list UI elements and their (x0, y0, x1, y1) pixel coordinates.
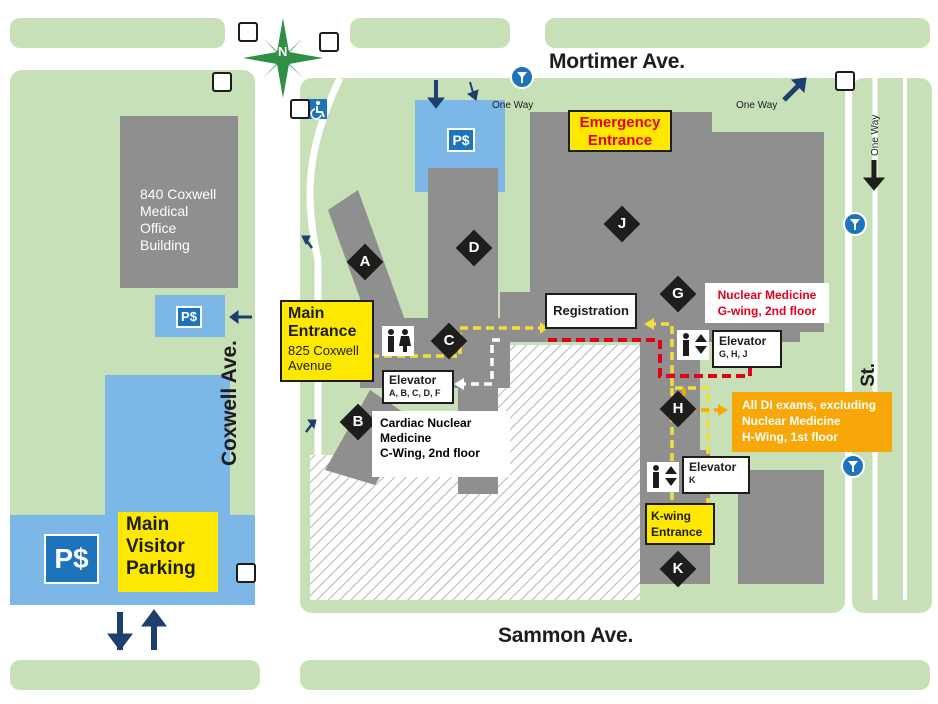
direction-arrows (107, 77, 886, 651)
elevator-ghj-wings: G, H, J (719, 349, 748, 359)
wing-marker-c: C (430, 322, 468, 360)
emergency-entrance-label: Emergency Entrance (568, 110, 672, 152)
route-kwing-to-registration (652, 322, 710, 506)
route-arrow-registration (540, 322, 548, 334)
route-to-nuclear-medicine (548, 338, 752, 378)
accessibility-icon (307, 99, 327, 120)
bus-stop-icon (236, 563, 256, 583)
nuclear-medicine-line1: Nuclear Medicine (717, 288, 817, 302)
nuclear-medicine-label: Nuclear Medicine G-wing, 2nd floor (705, 283, 829, 323)
kwing-entrance-text: K-wing Entrance (651, 509, 703, 539)
route-arrow-elevator-abcdf (454, 378, 464, 390)
elevator-ghj-title: Elevator (719, 334, 767, 348)
taxi-stand-icon (510, 65, 534, 89)
street-sammon: Sammon Ave. (498, 624, 634, 647)
washroom-icon (382, 326, 414, 356)
cardiac-line2: Medicine (380, 431, 432, 445)
bus-stop-icon (212, 72, 232, 92)
one-way-label-1: One Way (492, 100, 534, 111)
main-entrance-address: 825 Coxwell Avenue (288, 343, 359, 373)
registration-label: Registration (545, 293, 637, 329)
main-entrance-title: Main Entrance (288, 305, 357, 340)
bus-stop-icon (835, 71, 855, 91)
wing-marker-b: B (339, 403, 377, 441)
wing-marker-d: D (455, 229, 493, 267)
emergency-entrance-text: Emergency Entrance (579, 114, 661, 149)
cardiac-line3: C-Wing, 2nd floor (380, 446, 480, 460)
di-exams-label: All DI exams, excluding Nuclear Medicine… (732, 392, 892, 452)
elevator-icon (647, 462, 679, 492)
street-mortimer: Mortimer Ave. (549, 50, 685, 73)
paid-parking-icon: P$ (176, 306, 202, 328)
bus-stop-icon (319, 32, 339, 52)
office-building-label: 840 Coxwell Medical Office Building (140, 186, 217, 253)
street-coxwell: Coxwell Ave. (218, 340, 241, 466)
wing-marker-g: G (659, 275, 697, 313)
taxi-stand-icon (841, 454, 865, 478)
route-main-to-registration (345, 326, 540, 358)
route-to-elevator-abcdf (462, 338, 500, 386)
elevator-k-label: Elevator K (682, 456, 750, 494)
elevator-abcdf-wings: A, B, C, D, F (389, 388, 441, 398)
di-line2: Nuclear Medicine (742, 414, 841, 428)
route-arrow-kwing-reg (644, 318, 654, 330)
one-way-label-2: One Way (736, 100, 778, 111)
cardiac-line1: Cardiac Nuclear (380, 416, 472, 430)
elevator-abcdf-label: Elevator A, B, C, D, F (382, 370, 454, 404)
wing-marker-k: K (659, 550, 697, 588)
one-way-label-3: One Way (870, 114, 881, 156)
taxi-stand-icons (510, 65, 867, 478)
main-entrance-label: Main Entrance 825 Coxwell Avenue (280, 300, 374, 382)
di-line1: All DI exams, excluding (742, 398, 877, 412)
kwing-entrance-label: K-wing Entrance (645, 503, 715, 545)
wing-marker-h: H (659, 390, 697, 428)
di-line3: H-Wing, 1st floor (742, 430, 838, 444)
main-visitor-parking-text: Main Visitor Parking (126, 514, 196, 579)
elevator-abcdf-title: Elevator (389, 373, 437, 387)
elevator-icon (677, 330, 709, 360)
nuclear-medicine-line2: G-wing, 2nd floor (717, 304, 817, 318)
compass-rose-icon (243, 18, 323, 98)
wing-marker-a: A (346, 243, 384, 281)
office-building-shape (120, 116, 238, 288)
paid-parking-icon: P$ (44, 534, 99, 584)
route-to-di-exams (682, 388, 720, 412)
paid-parking-icon: P$ (447, 128, 475, 152)
bus-stop-icon (290, 99, 310, 119)
main-visitor-parking-label: Main Visitor Parking (118, 512, 218, 592)
sidewalk (306, 76, 344, 600)
elevator-ghj-label: Elevator G, H, J (712, 330, 782, 368)
registration-text: Registration (553, 303, 629, 318)
bus-stop-icon (238, 22, 258, 42)
elevator-k-wing: K (689, 475, 696, 485)
taxi-stand-icon (843, 212, 867, 236)
wing-marker-j: J (603, 205, 641, 243)
elevator-k-title: Elevator (689, 460, 737, 474)
compass-north-label: N (278, 44, 288, 59)
cardiac-nuclear-label: Cardiac Nuclear Medicine C-Wing, 2nd flo… (372, 411, 510, 477)
one-way-arrow-icon (782, 82, 802, 102)
route-arrow-di (718, 404, 728, 416)
